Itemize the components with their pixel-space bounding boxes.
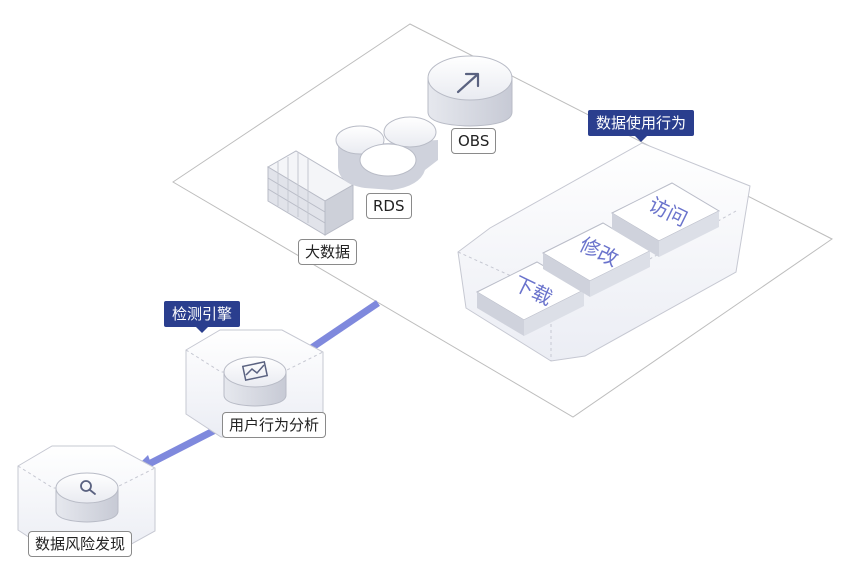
- card-access: [610, 182, 721, 257]
- risk-cylinder: [55, 472, 119, 523]
- detection-engine-tag: 检测引擎: [164, 301, 241, 333]
- database-cluster-icon: [335, 116, 438, 190]
- magnifier-icon: [80, 480, 96, 495]
- risk-label: 数据风险发现: [28, 531, 133, 557]
- obs-storage: [427, 55, 513, 127]
- upload-arrow-icon: [456, 72, 480, 94]
- flow-arrow-to-risk: [143, 421, 227, 470]
- server-rack-icon: [267, 150, 354, 236]
- obs-label: OBS: [451, 128, 497, 154]
- data-usage-behavior-tag: 数据使用行为: [588, 110, 695, 142]
- analysis-label: 用户行为分析: [222, 412, 327, 438]
- chart-icon: [241, 360, 269, 382]
- rds-label: RDS: [366, 193, 412, 219]
- bigdata-label: 大数据: [298, 239, 358, 265]
